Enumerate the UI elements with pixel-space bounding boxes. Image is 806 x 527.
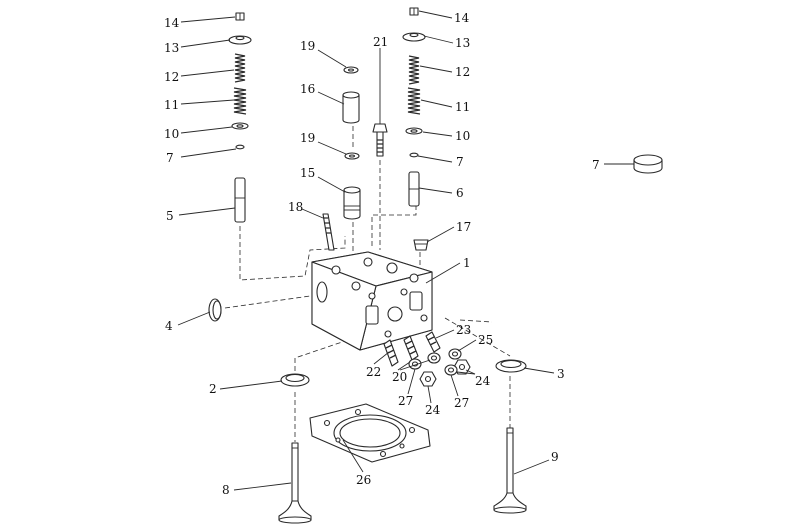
stem-seal-7-far (633, 154, 663, 174)
left-inner-spring (233, 87, 247, 115)
callout-right-11: 11 (455, 100, 470, 114)
stud-22 (383, 339, 399, 367)
callout-4: 4 (165, 319, 173, 333)
right-valve-guide (408, 171, 420, 207)
stud-23 (425, 331, 441, 353)
callout-right-24: 24 (475, 374, 491, 388)
leader-lines (177, 10, 634, 491)
callout-21: 21 (373, 35, 388, 49)
left-valve-stack (228, 12, 252, 223)
head-bolt-21 (372, 123, 388, 157)
callout-left-13: 13 (164, 41, 179, 55)
right-valve-stack (402, 7, 429, 251)
left-outer-spring (234, 53, 246, 83)
left-stem-seal (235, 144, 245, 150)
washer-20 (427, 352, 441, 364)
middle-parts (322, 66, 388, 251)
callout-18: 18 (288, 200, 303, 214)
callout-23: 23 (456, 323, 471, 337)
plug-17 (413, 239, 429, 251)
valve-seat-insert-3 (495, 359, 527, 373)
left-valve-guide (234, 177, 246, 223)
callout-16: 16 (300, 82, 315, 96)
callout-3: 3 (557, 367, 565, 381)
left-spring-retainer (228, 35, 252, 45)
intake-valve-8 (278, 442, 312, 524)
callout-26: 26 (356, 473, 371, 487)
left-spring-seat (231, 122, 249, 130)
callout-right-6: 6 (456, 186, 464, 200)
right-outer-spring (408, 55, 420, 85)
right-stem-seal (409, 152, 419, 158)
nut-24-right (453, 359, 471, 375)
sleeve-16 (342, 91, 360, 124)
nut-24-mid (419, 371, 437, 387)
callout-mid-19: 19 (300, 131, 315, 145)
exhaust-valve-9 (493, 427, 527, 514)
stud-18 (322, 213, 335, 251)
callout-left-14: 14 (164, 16, 180, 30)
callout-right-12: 12 (455, 65, 470, 79)
injector-sleeve-15 (343, 186, 361, 220)
right-valve-cotter (409, 7, 419, 16)
callout-left-10: 10 (164, 127, 179, 141)
callout-left-11: 11 (164, 98, 179, 112)
callout-9: 9 (551, 450, 559, 464)
callout-right-13: 13 (455, 36, 470, 50)
stud-20 (403, 335, 419, 361)
washer-27-right (444, 364, 458, 376)
assembly-centerlines (224, 110, 511, 442)
callout-left-7: 7 (166, 151, 174, 165)
washer-25 (448, 348, 462, 360)
top-sleeve-washer (343, 66, 359, 74)
callout-right-7: 7 (456, 155, 464, 169)
right-inner-spring (407, 87, 421, 115)
valve-seat-insert-2 (280, 373, 310, 387)
right-spring-seat (405, 127, 423, 135)
right-spring-retainer (402, 32, 426, 42)
callout-left-12: 12 (164, 70, 179, 84)
mid-sleeve-washer (344, 152, 360, 160)
callout-1: 1 (463, 256, 471, 270)
callout-15: 15 (300, 166, 315, 180)
callout-2: 2 (209, 382, 217, 396)
left-valve-cotter (235, 12, 245, 21)
cylinder-head (311, 251, 433, 351)
callout-8: 8 (222, 483, 230, 497)
callout-labels: 14 13 12 11 10 7 5 19 16 19 15 18 21 14 … (164, 11, 600, 497)
callout-right-14: 14 (454, 11, 470, 25)
studs-nuts-washers (383, 331, 471, 387)
callout-25: 25 (478, 333, 493, 347)
callout-far-7: 7 (592, 158, 600, 172)
callout-top-19: 19 (300, 39, 315, 53)
head-gasket-26 (309, 403, 431, 463)
callout-mid-24: 24 (425, 403, 441, 417)
callout-22: 22 (366, 365, 381, 379)
sealing-ring-4 (208, 298, 222, 322)
callout-17: 17 (456, 220, 471, 234)
callout-left-27: 27 (398, 394, 413, 408)
callout-right-10: 10 (455, 129, 470, 143)
callout-20: 20 (392, 370, 407, 384)
callout-right-27: 27 (454, 396, 469, 410)
callout-left-5: 5 (166, 209, 174, 223)
